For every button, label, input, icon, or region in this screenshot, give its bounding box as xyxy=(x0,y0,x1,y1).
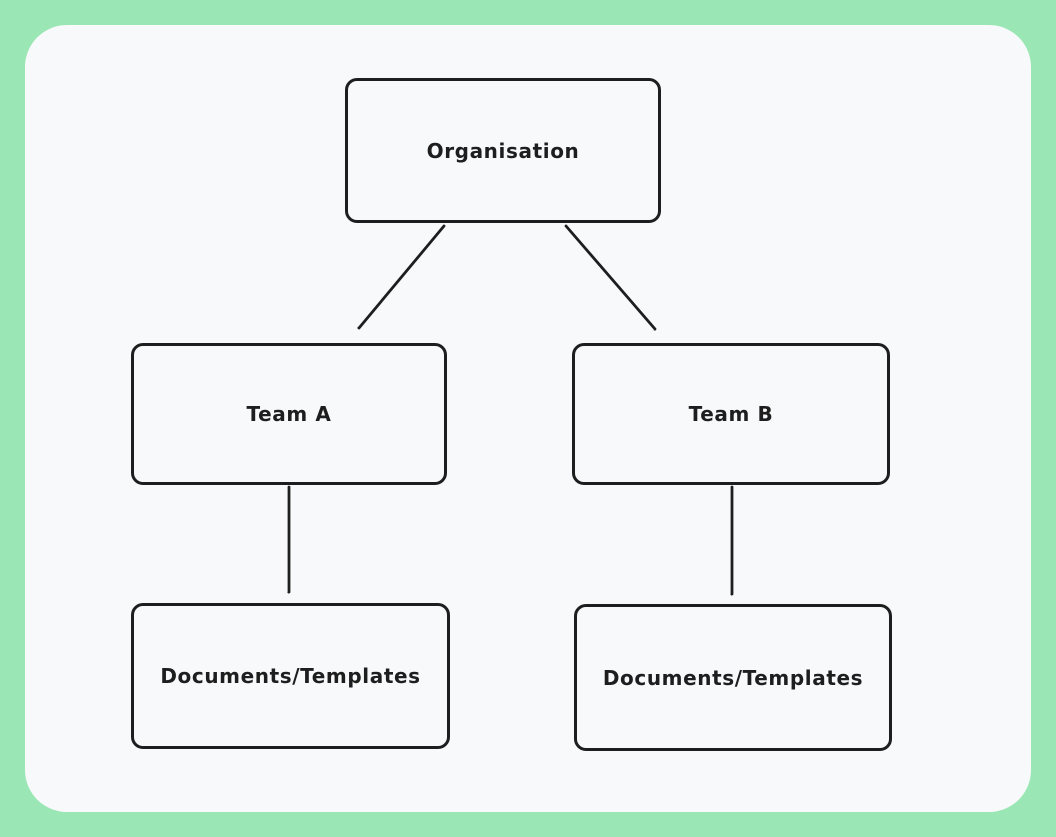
node-team-b: Team B xyxy=(572,343,890,485)
node-team-a-label: Team A xyxy=(246,402,332,426)
node-team-a: Team A xyxy=(131,343,447,485)
node-documents-templates-a: Documents/Templates xyxy=(131,603,450,749)
node-team-b-label: Team B xyxy=(688,402,774,426)
node-organisation-label: Organisation xyxy=(426,138,580,163)
node-documents-templates-a-label: Documents/Templates xyxy=(160,664,421,688)
node-documents-templates-b-label: Documents/Templates xyxy=(602,665,864,690)
node-documents-templates-b: Documents/Templates xyxy=(574,604,892,751)
node-organisation: Organisation xyxy=(345,78,661,223)
